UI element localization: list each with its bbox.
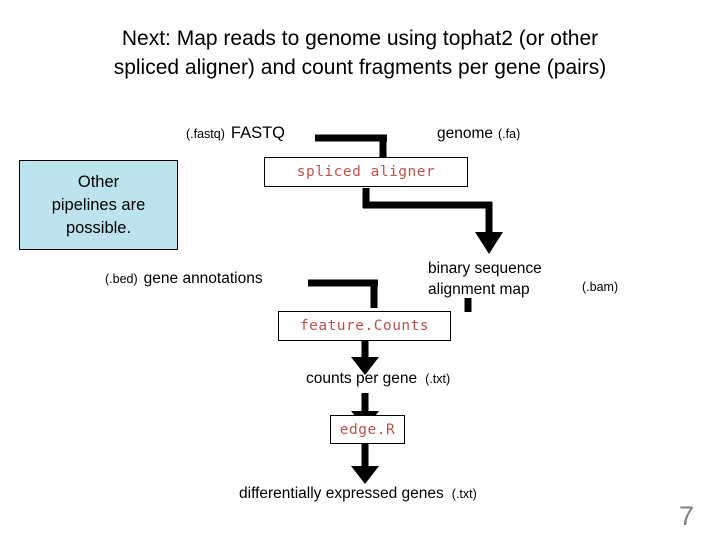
counts-extension: (.txt) <box>425 372 451 386</box>
feature-counts-box[interactable]: feature.Counts <box>278 311 451 341</box>
deg-label: differentially expressed genes <box>239 485 444 502</box>
bam-extension: (.bam) <box>582 280 619 294</box>
spliced-aligner-label: spliced aligner <box>296 164 436 180</box>
feature-counts-label: feature.Counts <box>299 318 430 334</box>
fastq-node: (.fastq) FASTQ <box>186 124 285 143</box>
counts-per-gene-node: counts per gene (.txt) <box>306 370 450 388</box>
page-title: Next: Map reads to genome using tophat2 … <box>30 24 690 82</box>
deg-extension: (.txt) <box>451 487 477 501</box>
genome-node: genome (.fa) <box>437 125 520 143</box>
genome-label: genome <box>437 125 494 142</box>
fastq-extension: (.fastq) <box>186 127 225 141</box>
genome-extension: (.fa) <box>498 127 521 141</box>
bam-line-1: binary sequence <box>428 260 542 277</box>
bed-extension: (.bed) <box>105 272 138 286</box>
gene-annotations-label: gene annotations <box>143 270 263 287</box>
deg-node: differentially expressed genes (.txt) <box>239 485 477 503</box>
edger-box[interactable]: edge.R <box>330 415 405 444</box>
other-pipelines-line-3: possible. <box>65 218 132 237</box>
other-pipelines-box[interactable]: Other pipelines are possible. <box>19 160 178 250</box>
other-pipelines-line-2: pipelines are <box>51 195 146 214</box>
page-title-line-1: Next: Map reads to genome using tophat2 … <box>121 27 599 50</box>
fastq-label: FASTQ <box>230 124 285 142</box>
page-number: 7 <box>678 501 694 531</box>
edger-label: edge.R <box>339 421 396 438</box>
spliced-aligner-box[interactable]: spliced aligner <box>264 157 468 187</box>
counts-per-gene-label: counts per gene <box>306 370 418 387</box>
page-title-line-2: spliced aligner) and count fragments per… <box>113 56 607 79</box>
other-pipelines-line-1: Other <box>77 172 120 191</box>
bam-line-2: alignment map <box>428 281 530 298</box>
bam-node: binary sequence alignment map <box>428 258 542 300</box>
gene-annotations-node: (.bed) gene annotations <box>105 270 263 288</box>
